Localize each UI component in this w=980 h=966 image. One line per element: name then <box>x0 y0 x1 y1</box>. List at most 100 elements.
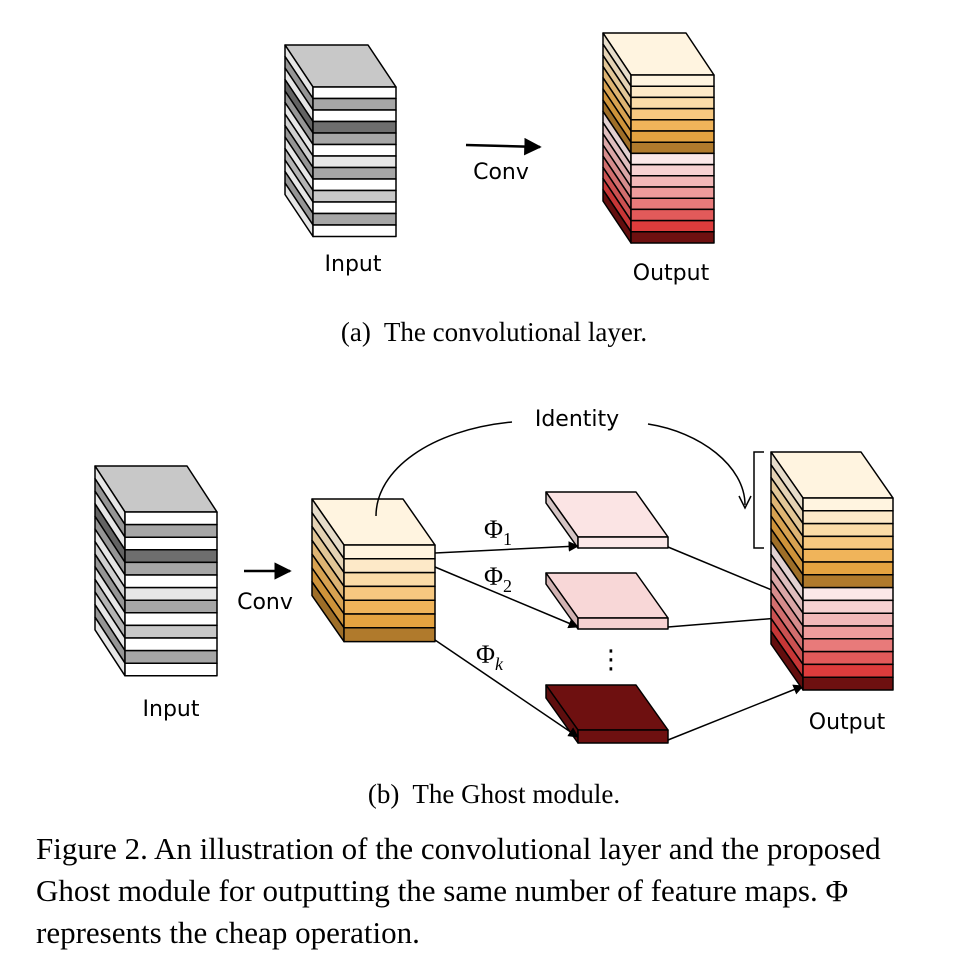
identity-arrowhead <box>738 495 752 510</box>
stack-front-stripe <box>124 624 218 639</box>
stack-front-stripe <box>802 612 894 627</box>
stack-front-stripe <box>802 510 894 525</box>
phi-k-arrow <box>434 639 579 738</box>
stack-front-stripe <box>312 86 397 100</box>
stack-front-stripe <box>312 212 397 226</box>
stack-front-stripe <box>312 224 397 238</box>
panel-b-conv-label: Conv <box>237 590 293 615</box>
slab-top-face <box>545 491 669 538</box>
stack-front-stripe <box>630 219 715 233</box>
stack-front-stripe <box>124 536 218 551</box>
ghost-slab-1 <box>545 491 669 549</box>
stack-front-stripe <box>630 74 715 87</box>
stack-front-stripe <box>802 676 894 691</box>
stack-front-stripe <box>343 558 436 574</box>
stack-front-stripe <box>124 649 218 664</box>
stack-front-stripe <box>802 497 894 512</box>
ghost-k-to-output-arrow <box>667 684 804 741</box>
panel-a-input-stack <box>284 44 397 238</box>
stack-front-stripe <box>312 97 397 111</box>
panel-a-conv-arrow <box>465 137 542 156</box>
panel-b-intrinsic-stack <box>311 498 436 643</box>
slab-front-face <box>577 617 669 630</box>
stack-front-stripe <box>312 166 397 180</box>
stack-front-stripe <box>312 201 397 215</box>
stack-front-stripe <box>630 130 715 143</box>
stack-front-stripe <box>630 231 715 244</box>
slab-top-face <box>545 572 669 619</box>
stack-front-stripe <box>312 155 397 169</box>
stack-front-stripe <box>630 96 715 110</box>
stack-front-stripe <box>343 599 436 615</box>
stack-front-stripe <box>312 178 397 192</box>
panel-b-input-stack <box>94 465 218 677</box>
panel-b: Input Conv Identity ⋮ Φ1 Φ2 Φk <box>94 407 894 809</box>
stack-front-stripe <box>124 612 218 627</box>
phi-1-arrow <box>434 541 580 554</box>
caption-line-3: represents the cheap operation. <box>36 915 420 950</box>
stack-front-stripe <box>124 561 218 576</box>
caption-line-1: Figure 2. An illustration of the convolu… <box>36 831 881 866</box>
stack-front-stripe <box>312 132 397 146</box>
stack-front-stripe <box>802 663 894 678</box>
stack-front-stripe <box>312 120 397 134</box>
slab-front-face <box>577 729 669 744</box>
stack-front-stripe <box>630 152 715 166</box>
stack-front-stripe <box>802 625 894 640</box>
stack-front-stripe <box>802 650 894 666</box>
stack-front-stripe <box>802 586 894 602</box>
panel-b-output-label: Output <box>809 710 886 735</box>
stack-front-stripe <box>312 109 397 123</box>
stack-front-stripe <box>343 627 436 643</box>
stack-front-stripe <box>124 586 218 601</box>
stack-front-stripe <box>124 637 218 652</box>
stack-front-stripe <box>630 208 715 222</box>
stack-front-stripe <box>630 119 715 132</box>
stack-front-stripe <box>124 523 218 538</box>
stack-front-stripe <box>802 561 894 576</box>
stack-front-stripe <box>124 549 218 564</box>
panel-b-output-stack <box>770 451 894 691</box>
slab-front-face <box>577 536 669 549</box>
ghost-slab-k <box>545 684 669 744</box>
panel-a-conv-label: Conv <box>473 160 529 185</box>
identity-bracket <box>753 451 764 549</box>
stack-front-stripe <box>343 544 436 560</box>
stack-front-stripe <box>630 85 715 99</box>
stack-front-stripe <box>124 511 218 526</box>
stack-front-stripe <box>124 599 218 614</box>
stack-front-stripe <box>802 522 894 538</box>
stack-front-stripe <box>802 535 894 550</box>
stack-front-stripe <box>802 548 894 563</box>
stack-front-stripe <box>343 613 436 629</box>
stack-front-stripe <box>124 662 218 677</box>
stack-front-stripe <box>802 638 894 653</box>
phi-1-label: Φ1 <box>484 515 512 549</box>
phi-k-label: Φk <box>476 640 504 674</box>
stack-front-stripe <box>630 163 715 177</box>
panel-a-input-label: Input <box>325 252 382 277</box>
stack-front-stripe <box>343 585 436 601</box>
stack-front-stripe <box>312 143 397 157</box>
stack-front-stripe <box>312 189 397 203</box>
phi-2-arrow <box>434 566 579 629</box>
identity-label: Identity <box>535 407 619 432</box>
stack-front-stripe <box>630 141 715 155</box>
caption-line-2: Ghost module for outputting the same num… <box>36 873 849 908</box>
panel-a: Conv Input Output (a) The convolutional … <box>284 32 715 347</box>
panel-a-output-stack <box>602 32 715 244</box>
panel-a-output-label: Output <box>633 261 710 286</box>
stack-front-stripe <box>630 197 715 211</box>
ghost-slab-2 <box>545 572 669 630</box>
ellipsis: ⋮ <box>598 645 624 675</box>
identity-arrow <box>375 421 746 517</box>
phi-2-label: Φ2 <box>484 562 512 596</box>
stack-front-stripe <box>630 186 715 199</box>
panel-b-subcaption: (b) The Ghost module. <box>368 779 620 809</box>
stack-front-stripe <box>343 571 436 588</box>
stack-front-stripe <box>124 574 218 589</box>
stack-front-stripe <box>630 107 715 121</box>
stack-front-stripe <box>802 574 894 589</box>
stack-front-stripe <box>802 599 894 614</box>
